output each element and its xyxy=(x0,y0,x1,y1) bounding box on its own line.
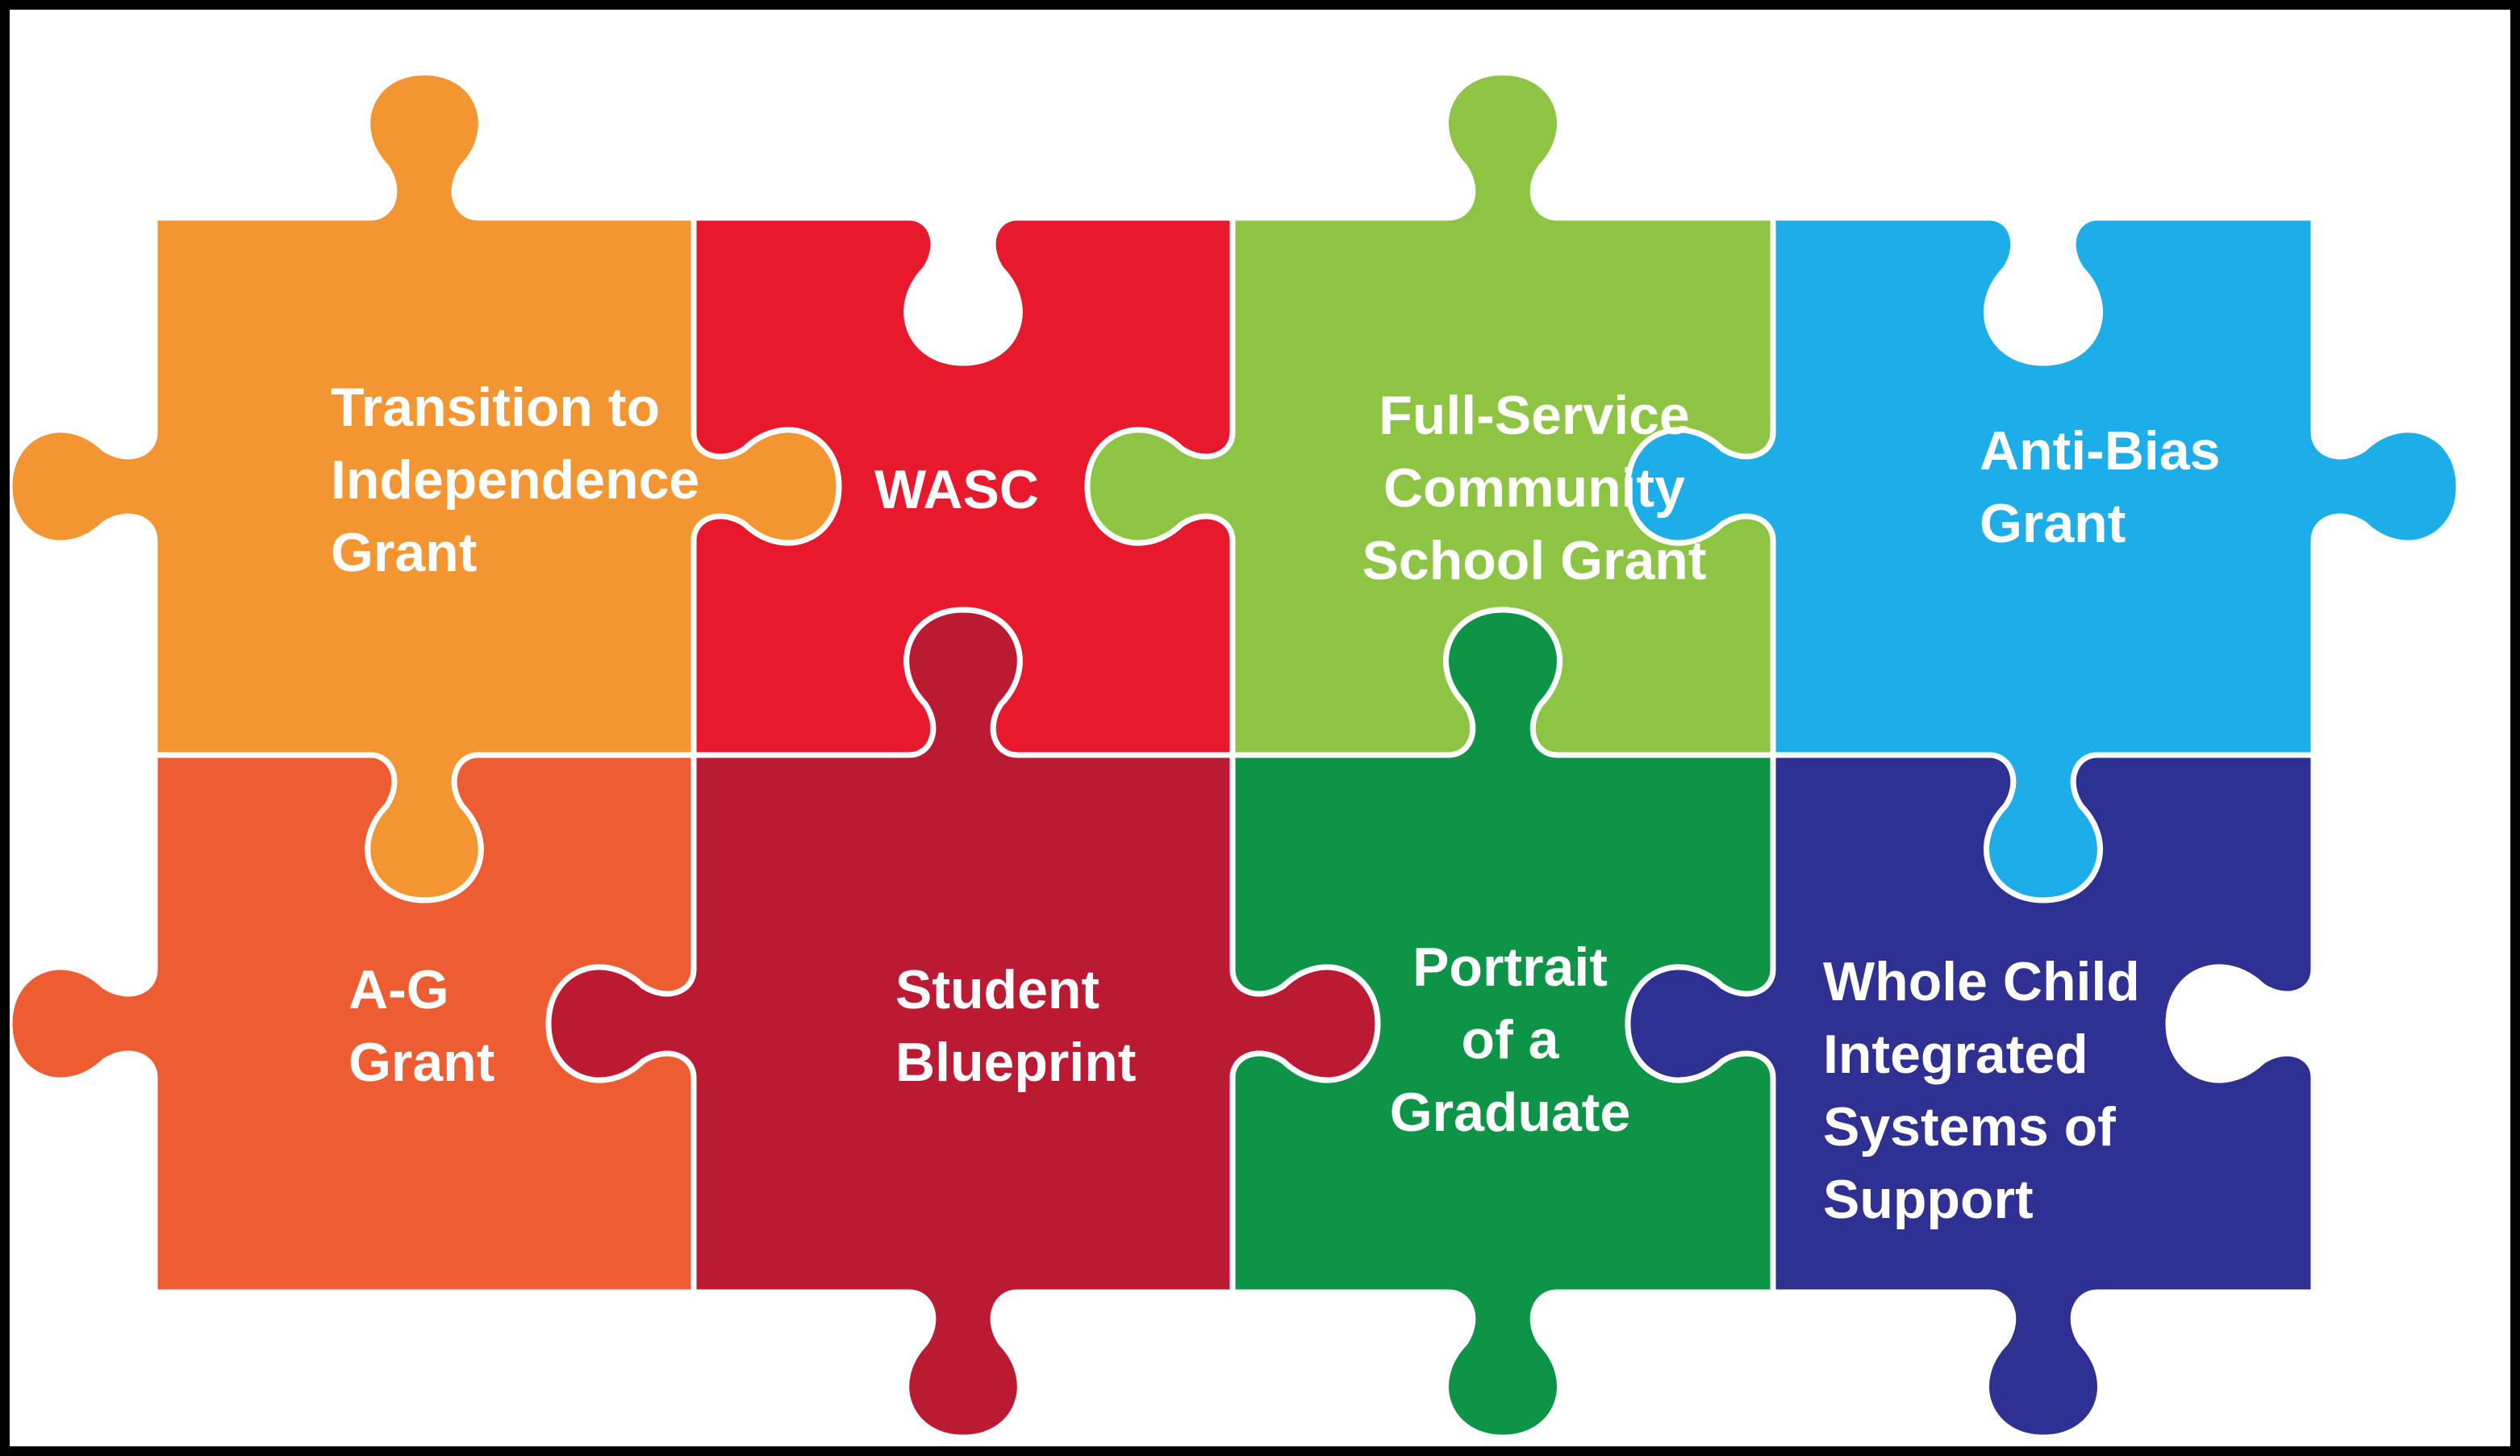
label-whole-child-integrated: Whole Child Integrated Systems of Suppor… xyxy=(1823,951,2140,1230)
puzzle-piece-whole-child-integrated xyxy=(1625,752,2317,1441)
label-a-g: A-G Grant xyxy=(348,959,495,1093)
puzzle-piece-shape-whole-child-integrated xyxy=(1625,752,2317,1441)
puzzle-diagram xyxy=(10,69,2462,1441)
label-full-service-community-school: Full-Service Community School Grant xyxy=(1362,385,1707,591)
label-transition-to-independence: Transition to Independence Grant xyxy=(331,377,700,583)
label-student-blueprint: Student Blueprint xyxy=(895,959,1137,1093)
puzzle-canvas: Transition to Independence Grant WASC Fu… xyxy=(10,10,2510,1446)
label-anti-bias: Anti-Bias Grant xyxy=(1980,420,2221,554)
label-portrait-of-a-graduate: Portrait of a Graduate xyxy=(1389,937,1631,1143)
label-wasc: WASC xyxy=(874,459,1039,520)
